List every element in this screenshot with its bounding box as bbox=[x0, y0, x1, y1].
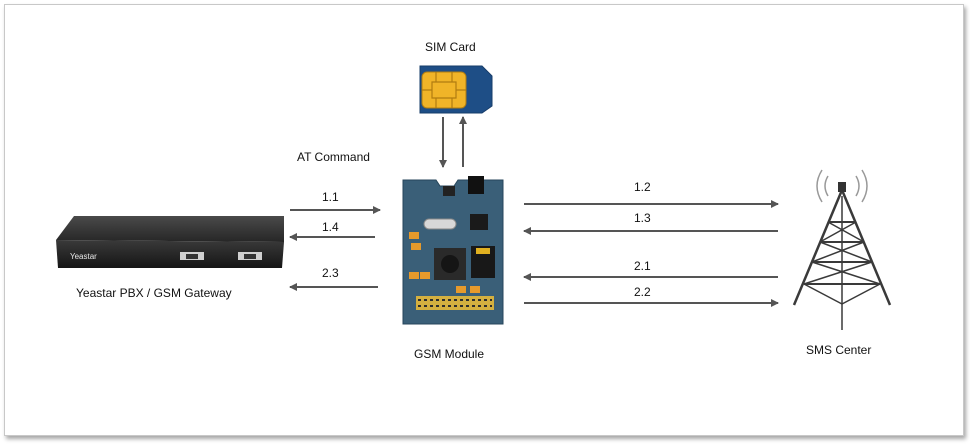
brand-logo-text: Yeastar bbox=[70, 252, 97, 261]
sim-link-arrows bbox=[439, 116, 467, 168]
arrow-label-2-2: 2.2 bbox=[634, 285, 651, 299]
at-command-label: AT Command bbox=[297, 150, 370, 164]
arrow-label-1-3: 1.3 bbox=[634, 211, 651, 225]
gsm-module-label: GSM Module bbox=[414, 347, 485, 361]
arrow-label-1-4: 1.4 bbox=[322, 220, 339, 234]
arrow-label-2-1: 2.1 bbox=[634, 259, 651, 273]
gsm-module-icon bbox=[402, 176, 504, 325]
sim-card-icon bbox=[419, 65, 493, 114]
arrow-label-2-3: 2.3 bbox=[322, 266, 339, 280]
cell-tower-icon bbox=[792, 169, 892, 330]
gateway-label: Yeastar PBX / GSM Gateway bbox=[76, 286, 232, 300]
left-flow-arrows bbox=[289, 206, 381, 291]
sms-center-label: SMS Center bbox=[806, 343, 872, 357]
arrow-label-1-1: 1.1 bbox=[322, 190, 339, 204]
sim-card-label: SIM Card bbox=[425, 40, 476, 54]
pbx-gateway-icon: Yeastar bbox=[56, 216, 284, 268]
arrow-label-1-2: 1.2 bbox=[634, 180, 651, 194]
right-flow-arrows bbox=[523, 200, 779, 307]
